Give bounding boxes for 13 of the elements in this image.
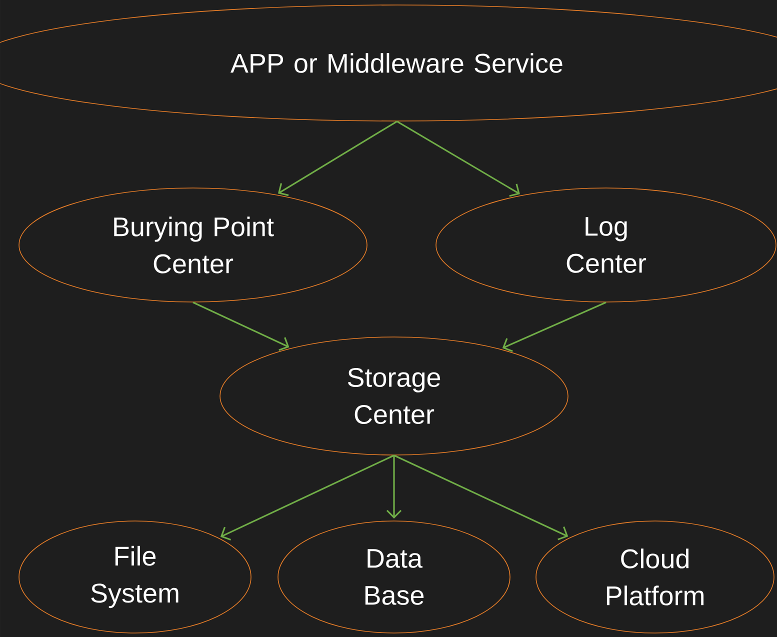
arrow: [278, 120, 398, 196]
ellipse-node: Log Center: [436, 188, 776, 302]
arrow: [192, 302, 290, 351]
arrow: [502, 302, 606, 352]
arrow: [394, 454, 568, 540]
arrow: [386, 455, 402, 519]
arrow: [396, 120, 520, 197]
ellipse-node: File System: [18, 520, 252, 634]
ellipse-node: Burying Point Center: [18, 188, 368, 302]
ellipse-node: Cloud Platform: [536, 520, 774, 634]
ellipse-node: Storage Center: [220, 336, 568, 456]
arrow: [220, 454, 394, 541]
ellipse-node: Data Base: [278, 520, 510, 634]
